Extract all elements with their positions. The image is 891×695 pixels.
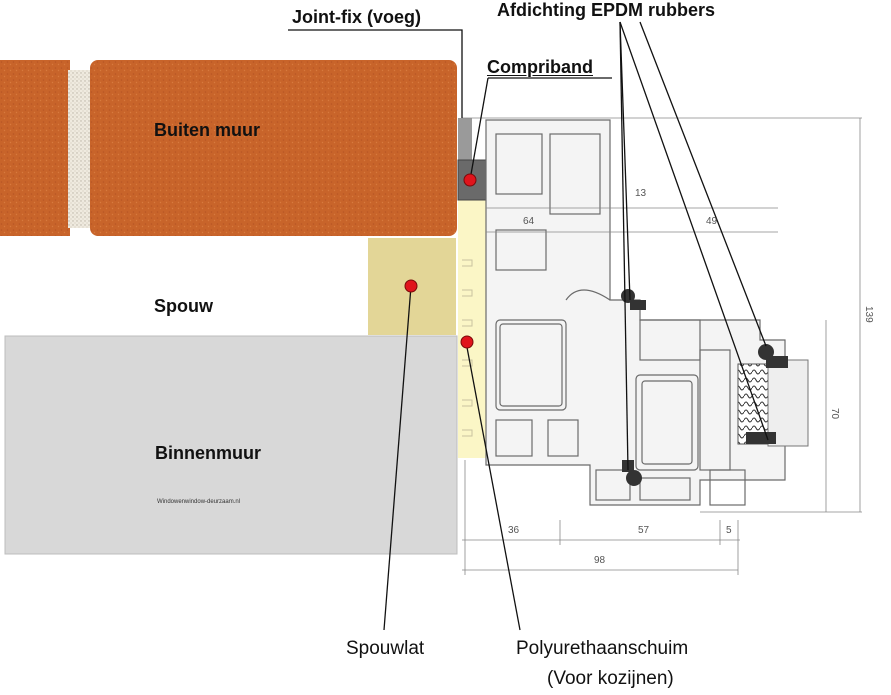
red-markers (404, 173, 477, 349)
leader-lines (288, 21, 769, 631)
marker-compriband (463, 173, 477, 187)
dim-36: 36 (508, 525, 520, 536)
dim-5: 5 (726, 525, 732, 536)
marker-spouwlat (404, 279, 418, 293)
window-frame-profile (485, 119, 786, 506)
dim-49: 49 (706, 216, 718, 227)
label-polyurethaan-line1: Polyurethaanschuim (516, 638, 689, 659)
watermark-text: Windowenwindow-deurzaam.nl (157, 499, 241, 505)
dim-98: 98 (594, 555, 606, 566)
label-compriband: Compriband (487, 57, 593, 77)
label-binnenmuur: Binnenmuur (155, 443, 261, 463)
marker-polyurethaan (460, 335, 474, 349)
label-spouw: Spouw (154, 296, 213, 316)
polyurethane-foam-strip (458, 200, 486, 458)
dim-139: 139 (863, 306, 874, 323)
label-joint-fix: Joint-fix (voeg) (292, 7, 421, 27)
glazing-bead (767, 359, 809, 447)
dimension-lines (462, 117, 862, 575)
joint-fix-seal (458, 118, 472, 160)
dim-64: 64 (523, 216, 535, 227)
dim-13: 13 (635, 188, 647, 199)
epdm-rubbers (621, 289, 788, 486)
dim-70: 70 (829, 408, 840, 420)
label-spouwlat: Spouwlat (346, 638, 425, 659)
label-buiten-muur: Buiten muur (154, 120, 260, 140)
label-afdichting: Afdichting EPDM rubbers (497, 0, 716, 20)
glazing-insulation (737, 363, 769, 445)
outer-wall-brick (0, 60, 457, 236)
dim-57: 57 (638, 525, 650, 536)
inner-wall (4, 335, 458, 555)
label-polyurethaan-line2: (Voor kozijnen) (547, 668, 674, 689)
